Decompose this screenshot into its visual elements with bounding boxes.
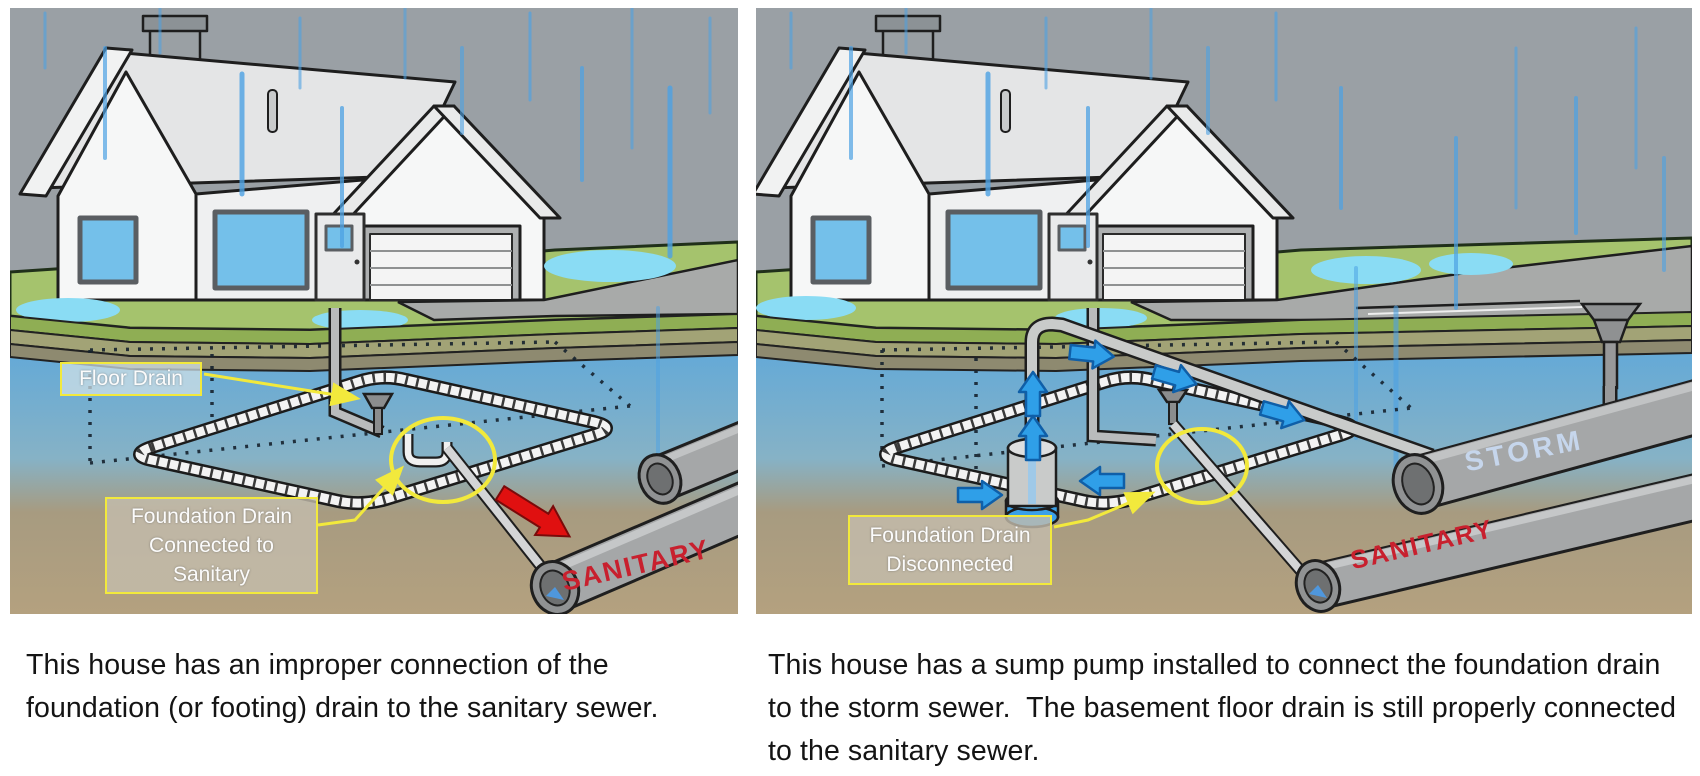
- foundation-drain-pipe: [133, 370, 613, 511]
- storm-pipe: [637, 421, 738, 505]
- red-flow-arrow: [494, 484, 572, 538]
- window: [212, 209, 310, 291]
- label-arrows: [1053, 491, 1156, 529]
- house-illustration: [18, 14, 562, 302]
- sump-discharge-pipe: [1024, 316, 1435, 464]
- basement-outline: [88, 340, 632, 465]
- right-caption: This house has a sump pump installed to …: [768, 649, 1685, 767]
- window: [810, 215, 872, 285]
- left-illustration: SANITARY: [10, 8, 738, 614]
- left-caption: This house has an improper connection of…: [26, 649, 659, 724]
- house-illustration: [756, 14, 1295, 302]
- highlight-circle: [1155, 427, 1249, 505]
- rain: [43, 8, 712, 475]
- foundation-label-arrow: [1053, 491, 1156, 529]
- foundation-label-arrow: [317, 465, 405, 527]
- foundation-drain-label: Foundation Drain Disconnected: [848, 515, 1052, 585]
- floor-drain-fixture: [361, 392, 395, 410]
- label-arrows: [203, 372, 405, 527]
- window: [945, 209, 1043, 291]
- foundation-drain-pipe: [879, 370, 1359, 511]
- right-illustration-panel: SANITARY STORM: [756, 8, 1692, 614]
- puddle: [16, 298, 120, 322]
- window: [77, 215, 139, 285]
- puddle: [1311, 256, 1421, 284]
- puddle: [756, 296, 856, 320]
- left-illustration-panel: SANITARY Floor Drain Foundation Drain Co…: [10, 8, 738, 614]
- floor-drain-label: Floor Drain: [60, 362, 202, 396]
- driveway: [397, 258, 738, 322]
- floor-drain-arrow: [203, 372, 361, 407]
- foundation-drain-label: Foundation Drain Connected to Sanitary: [105, 497, 318, 594]
- puddle: [544, 250, 676, 282]
- highlight-circle: [389, 416, 497, 504]
- terrain-front: [756, 244, 1692, 450]
- rain: [789, 8, 1666, 481]
- puddle: [1429, 253, 1513, 275]
- terrain-front: [10, 250, 738, 373]
